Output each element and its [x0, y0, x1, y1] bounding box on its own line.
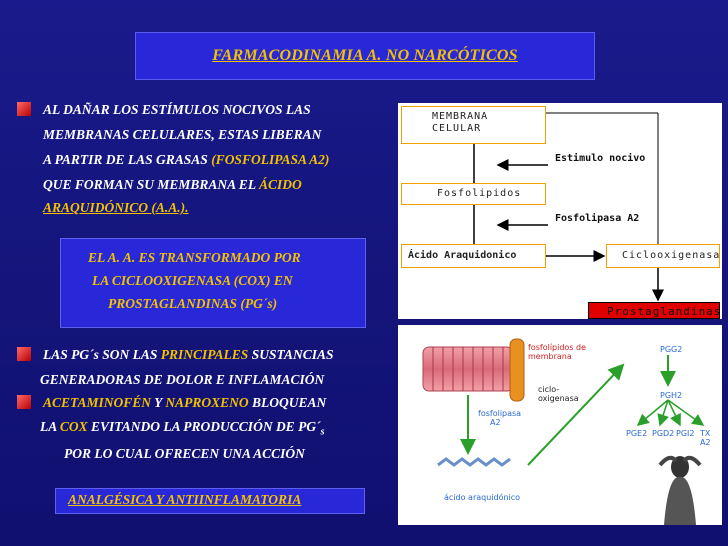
illus-fosfolipidos-line2: membrana [528, 352, 572, 361]
para1-line3: A PARTIR DE LAS GRASAS (FOSFOLIPASA A2) [43, 152, 329, 168]
estimulo-label: Estimulo nocivo [555, 153, 646, 164]
para2-line3-d: BLOQUEAN [248, 395, 327, 410]
para2-line4-sub: s [320, 426, 325, 438]
membrana-line2: CELULAR [432, 123, 482, 134]
slide-title: FARMACODINAMIA A. NO NARCÓTICOS [135, 32, 595, 80]
box1-line1: EL A. A. ES TRANSFORMADO POR [88, 250, 301, 265]
box1-line2: LA CICLOOXIGENASA (COX) EN [92, 273, 293, 288]
illus-ciclo: ciclo- oxigenasa [538, 385, 579, 403]
illus-pgd2: PGD2 [652, 429, 675, 438]
fosfolipasa-highlight: (FOSFOLIPASA A2) [211, 152, 330, 167]
para2-line1-a: LAS PG´s SON LAS [43, 347, 161, 362]
para2-line3-and: Y [151, 395, 166, 410]
para2-line2: GENERADORAS DE DOLOR E INFLAMACIÓN [40, 372, 325, 387]
membrane-illustration [422, 338, 718, 525]
illus-tx-line1: TX [700, 429, 711, 438]
para2-line4-a: LA [40, 419, 60, 434]
para2-line5: POR LO CUAL OFRECEN UNA ACCIÓN [64, 446, 305, 461]
para2-line3: ACETAMINOFÉN Y NAPROXENO BLOQUEAN [43, 395, 326, 411]
illus-pge2: PGE2 [626, 429, 648, 438]
bullet-icon [17, 395, 31, 409]
naproxeno-highlight: NAPROXENO [165, 395, 249, 410]
illus-tx-line2: A2 [700, 438, 711, 447]
para1-line1: AL DAÑAR LOS ESTÍMULOS NOCIVOS LAS [43, 102, 311, 117]
illus-fosfolipidos: fosfolípidos de membrana [528, 343, 586, 361]
flow-diagram: MEMBRANA CELULAR Estimulo nocivo Fosfoli… [398, 103, 722, 319]
illus-fosfolipidos-line1: fosfolípidos de [528, 343, 587, 352]
box1-line3: PROSTAGLANDINAS (PG´s) [108, 296, 278, 311]
principales-highlight: PRINCIPALES [160, 347, 249, 362]
illus-acido: ácido araquidónico [444, 493, 521, 502]
para2-line1: LAS PG´s SON LAS PRINCIPALES SUSTANCIAS [43, 347, 333, 363]
diagram-arrows [473, 112, 664, 302]
illus-ciclo-line1: ciclo- [538, 385, 560, 394]
cox-highlight: COX [59, 419, 88, 434]
box2-text: ANALGÉSICA Y ANTIINFLAMATORIA [68, 492, 302, 507]
acetaminofen-highlight: ACETAMINOFÉN [43, 395, 152, 410]
cox-info-box [60, 238, 366, 328]
illus-pgg2: PGG2 [660, 345, 683, 354]
para2-line4-c: EVITANDO LA PRODUCCIÓN DE PG´ [87, 419, 321, 434]
prostaglandinas-node: Prostaglandinas [588, 302, 720, 319]
para2-line4: LA COX EVITANDO LA PRODUCCIÓN DE PG´s [40, 419, 324, 441]
para1-line4-text: QUE FORMAN SU MEMBRANA EL [43, 177, 259, 192]
para1-line5: ARAQUIDÓNICO (A.A.). [43, 200, 189, 215]
bullet-icon [17, 347, 31, 361]
para2-line1-c: SUSTANCIAS [248, 347, 334, 362]
para1-line3-text: A PARTIR DE LAS GRASAS [43, 152, 212, 167]
fosfolipasa-label: Fosfolipasa A2 [555, 213, 640, 224]
illus-fosfolipasa: fosfolipasa A2 [478, 409, 521, 427]
membrana-line1: MEMBRANA [432, 111, 489, 122]
fosfolipidos-node: Fosfolipidos [401, 183, 546, 205]
illus-tx: TX A2 [700, 429, 711, 447]
illus-fosfolipasa-line2: A2 [490, 418, 501, 427]
illus-pgi2: PGI2 [676, 429, 695, 438]
illus-fosfolipasa-line1: fosfolipasa [478, 409, 522, 418]
analgesic-box [55, 488, 365, 514]
illus-pgh2: PGH2 [660, 391, 683, 400]
membrana-node: MEMBRANA CELULAR [401, 106, 546, 144]
para1-line2: MEMBRANAS CELULARES, ESTAS LIBERAN [43, 127, 322, 142]
acido-highlight: ÁCIDO [258, 177, 302, 192]
pathway-illustration: fosfolípidos de membrana ciclo- oxigenas… [398, 325, 722, 525]
bullet-icon [17, 102, 31, 116]
acido-node: Ácido Araquidonico [401, 244, 546, 268]
para1-line4: QUE FORMAN SU MEMBRANA EL ÁCIDO [43, 177, 302, 193]
ciclooxigenasa-node: Ciclooxigenasa [606, 244, 720, 268]
illus-ciclo-line2: oxigenasa [538, 394, 579, 403]
